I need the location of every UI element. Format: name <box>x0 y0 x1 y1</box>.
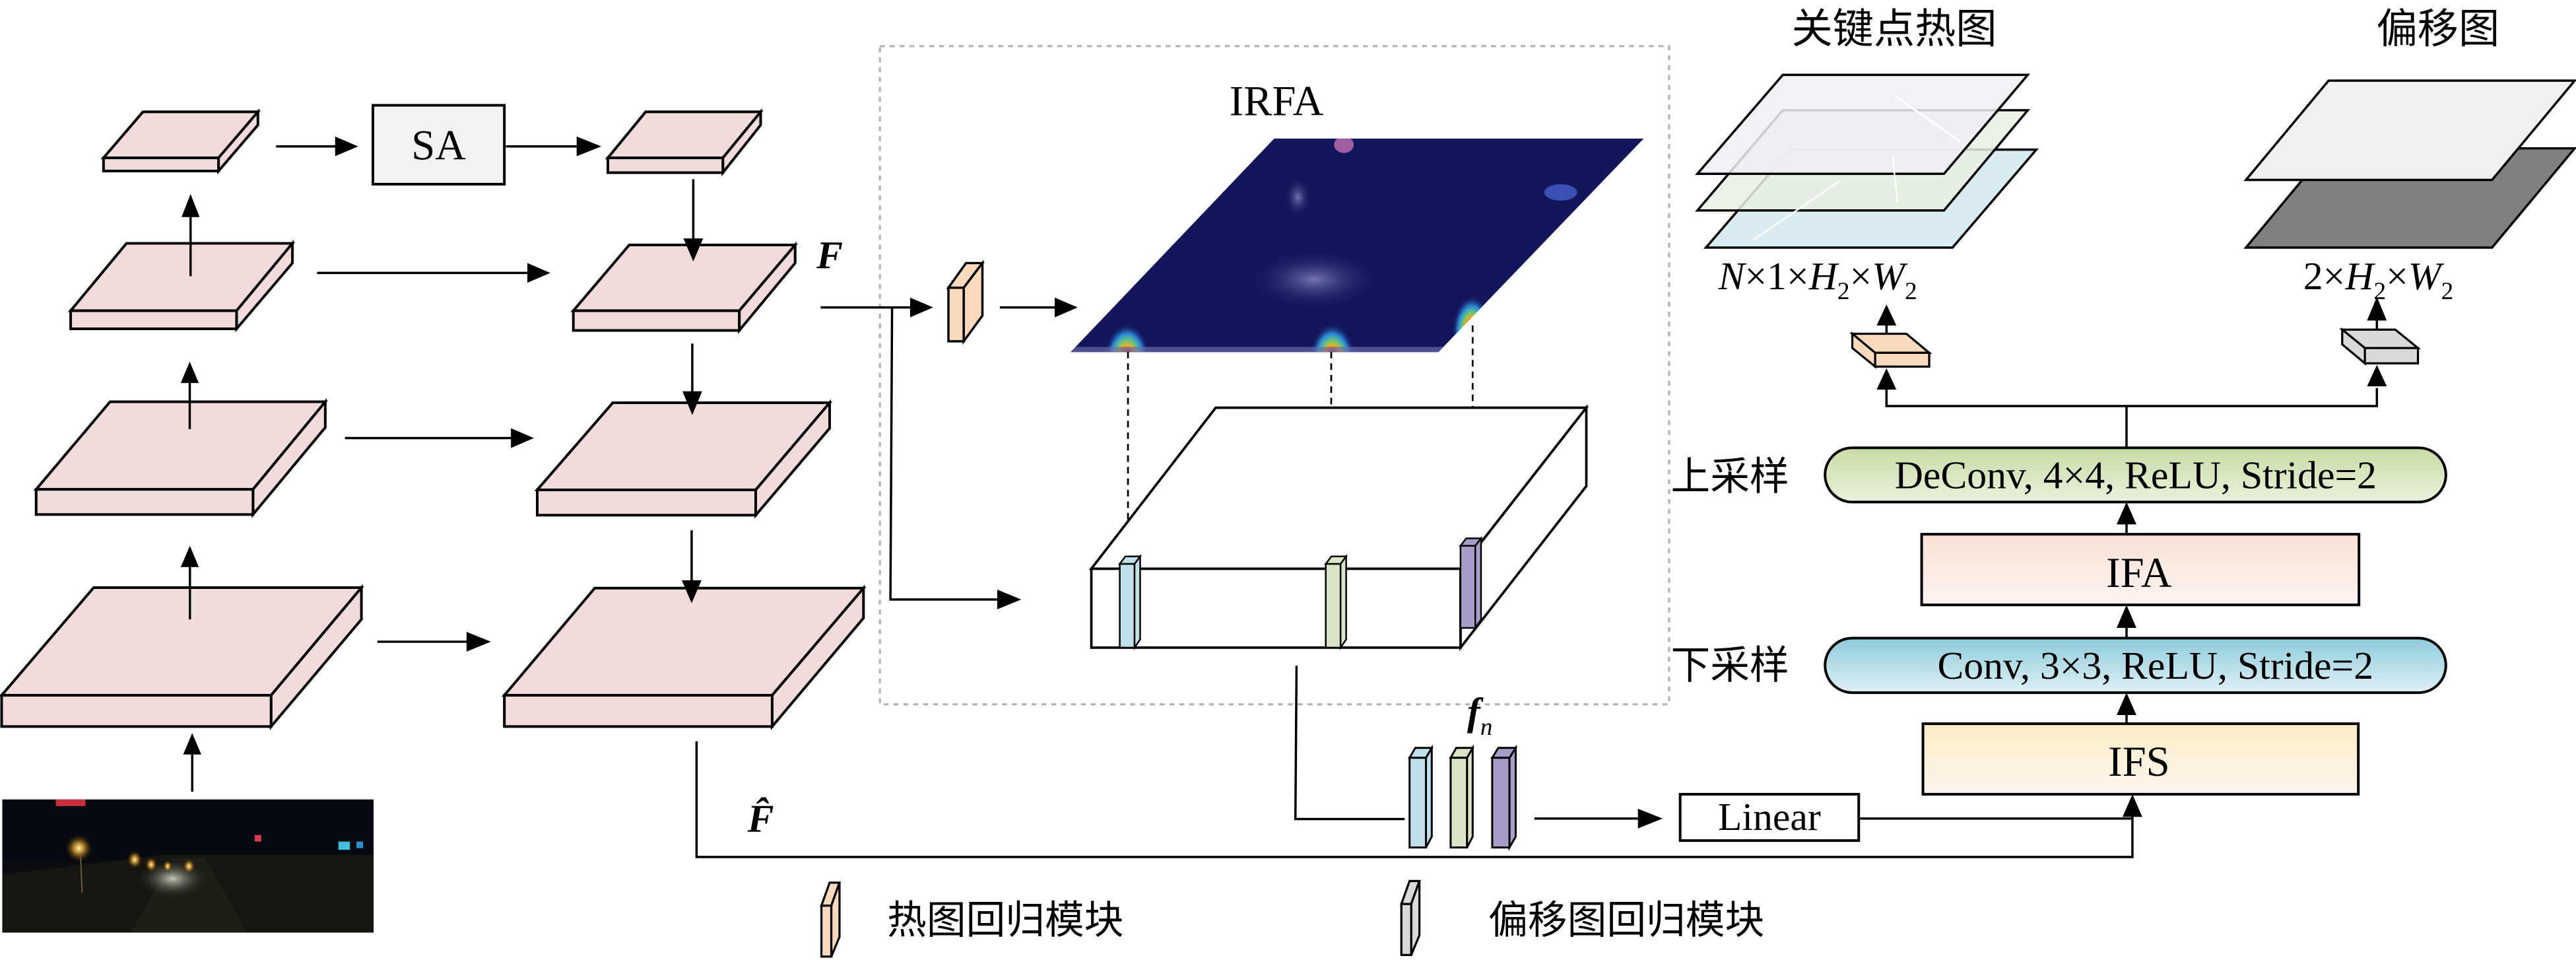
arrow-to-offset-head-out <box>2367 364 2387 387</box>
legend-label-heatmap-regression: 热图回归模块 <box>887 898 1123 943</box>
arrow-image-to-enc4 <box>183 733 201 755</box>
linear-label: Linear <box>1718 795 1821 839</box>
encoder-level-1 <box>100 108 261 175</box>
irfa-label: IRFA <box>1230 77 1324 124</box>
ifs-block: IFS <box>1921 722 2360 796</box>
arrow-dec3-to-dec4 <box>682 580 702 603</box>
fn-vector-green <box>1449 744 1474 849</box>
upsample-label: DeConv, 4×4, ReLU, Stride=2 <box>1895 453 2377 497</box>
cube-vector-purple <box>1459 535 1483 631</box>
arrow-enc2-to-dec2 <box>527 263 550 283</box>
legend-label-offset-regression: 偏移图回归模块 <box>1488 898 1764 943</box>
encoder-level-2 <box>67 240 296 333</box>
irfa-boundary <box>878 45 1670 706</box>
arrow-enc1-to-sa <box>335 136 358 156</box>
encoder-level-3 <box>33 397 329 518</box>
arrow-fn-to-linear <box>1637 808 1663 829</box>
downsample-block: Conv, 3×3, ReLU, Stride=2 <box>1824 636 2447 695</box>
offset-output-dims: 2×H2×W2 <box>2303 254 2453 305</box>
legend-item-offset-regression: 偏移图回归模块 <box>1399 879 1764 956</box>
upsample-side-label: 上采样 <box>1670 454 1789 500</box>
decoder-level-4 <box>501 584 867 730</box>
heatmap-output-title: 关键点热图 <box>1791 5 1997 53</box>
fn-label: fn <box>1467 690 1493 741</box>
encoder-level-4 <box>0 584 364 730</box>
heatmap-regression-block-icon <box>820 881 842 958</box>
decoder-level-2 <box>570 241 799 335</box>
legend-item-heatmap-regression: 热图回归模块 <box>820 881 1123 958</box>
arrow-enc2-to-enc1 <box>182 193 200 217</box>
sa-block: SA <box>372 104 506 186</box>
downsample-label: Conv, 3×3, ReLU, Stride=2 <box>1937 644 2373 687</box>
arrow-F-to-feature-cube <box>997 590 1022 609</box>
arrow-enc3-to-dec3 <box>511 428 534 448</box>
feature-F-hat-label: F̂ <box>747 797 774 840</box>
fn-vector-blue <box>1408 744 1434 849</box>
decoder-level-3 <box>534 399 833 519</box>
feature-cube <box>1088 404 1589 652</box>
cube-vector-green <box>1324 554 1348 650</box>
arrow-ifs-to-downsample <box>2117 693 2136 715</box>
arrow-enc4-to-dec4 <box>466 631 491 652</box>
heatmap-regression-head <box>946 259 985 345</box>
ifa-block: IFA <box>1920 533 2361 607</box>
decoder-level-1 <box>605 108 764 177</box>
arrow-F-to-heatmap-head <box>909 297 933 318</box>
cube-vector-blue <box>1118 554 1142 650</box>
feature-F-label: F <box>816 233 843 277</box>
arrow-into-ifs <box>2122 794 2142 817</box>
arrow-enc4-to-enc3 <box>180 545 199 567</box>
arrow-dec1-to-dec2 <box>683 238 704 261</box>
arrow-ifa-to-upsample <box>2117 502 2136 525</box>
heatmap-output-head <box>1849 331 1932 369</box>
linear-block: Linear <box>1678 792 1861 842</box>
arrow-enc3-to-enc2 <box>180 361 199 384</box>
arrow-to-offset-output <box>2367 296 2387 321</box>
ifa-label: IFA <box>2106 549 2172 596</box>
upsample-block: DeConv, 4×4, ReLU, Stride=2 <box>1824 446 2447 504</box>
offset-regression-block-icon <box>1399 879 1421 956</box>
predicted-heatmap <box>1070 138 1644 353</box>
downsample-side-label: 下采样 <box>1670 643 1789 689</box>
arrow-sa-to-dec1 <box>576 136 602 156</box>
keypoint-heatmap-stack <box>1694 73 2039 249</box>
arrow-to-heatmap-head-out <box>1876 368 1897 390</box>
arrow-dec2-to-dec3 <box>682 391 702 415</box>
input-image <box>2 799 374 933</box>
offset-output-head <box>2339 327 2422 366</box>
offset-output-title: 偏移图 <box>2377 5 2500 53</box>
sa-label: SA <box>411 121 466 169</box>
fn-vector-purple <box>1490 744 1518 852</box>
offset-map-stack <box>2243 79 2576 249</box>
arrow-to-heatmap-output <box>1876 304 1897 326</box>
arrow-downsample-to-ifa <box>2117 605 2136 629</box>
arrow-head-to-heatmap <box>1055 297 1078 318</box>
ifs-label: IFS <box>2108 737 2170 785</box>
heatmap-output-dims: N×1×H2×W2 <box>1718 254 1917 305</box>
